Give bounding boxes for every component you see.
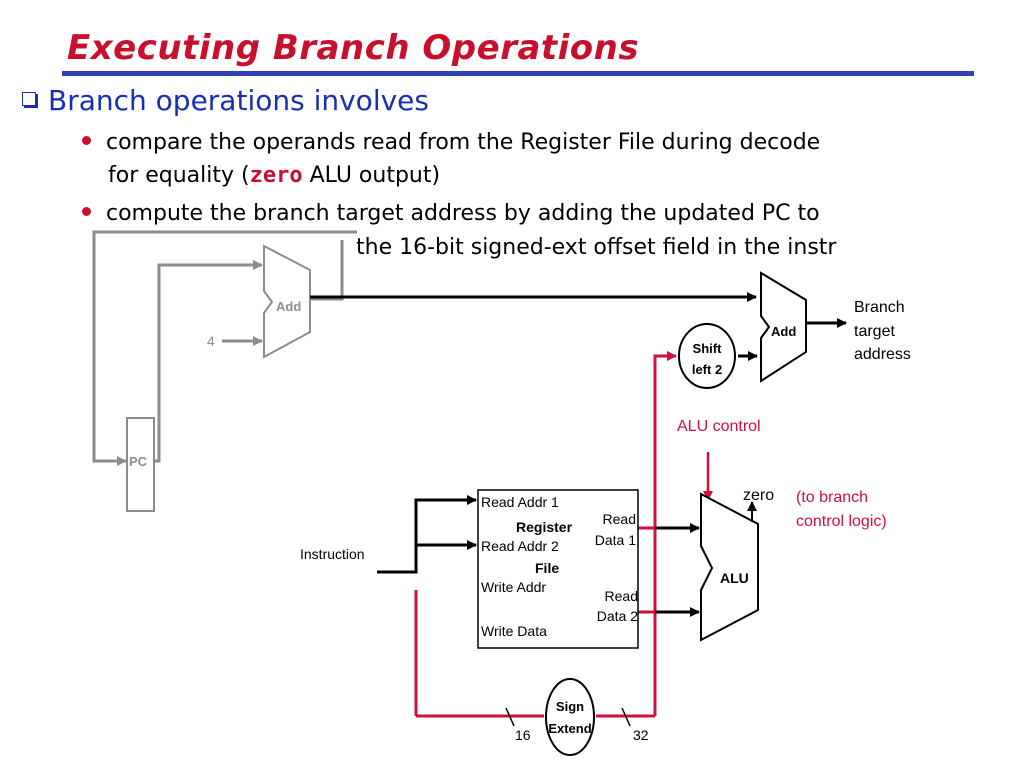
shift-label-line1: Shift xyxy=(693,341,723,356)
read-data1-label-line2: Data 1 xyxy=(595,532,636,548)
zero-label: zero xyxy=(743,487,774,504)
alu-label: ALU xyxy=(720,570,749,586)
bits-in-tick xyxy=(505,707,515,727)
pc-to-adder-wire xyxy=(154,260,263,463)
pc-feedback-wire xyxy=(92,230,357,466)
bits-out-label: 32 xyxy=(633,727,649,743)
sign-extend-label-line2: Extend xyxy=(548,721,591,736)
write-data-label: Write Data xyxy=(481,623,547,639)
sub-bullet-compare-line2-post: ALU output) xyxy=(302,163,441,188)
to-branch-label-line2: control logic) xyxy=(796,513,887,530)
pc-increment-path xyxy=(92,230,357,512)
read-data2-label-line1: Read xyxy=(605,588,638,604)
title-underline xyxy=(62,71,974,76)
file-label: File xyxy=(535,560,559,576)
sign-extend-label-line1: Sign xyxy=(556,699,584,714)
write-addr-label: Write Addr xyxy=(481,579,546,595)
shift-label-line2: left 2 xyxy=(692,362,722,377)
branch-target-line2: target xyxy=(854,323,895,340)
zero-code: zero xyxy=(249,163,303,188)
branch-target-line1: Branch xyxy=(854,299,905,316)
instruction-label: Instruction xyxy=(300,546,365,562)
sub-bullet-compare-line2-pre: for equality ( xyxy=(108,163,250,188)
sub-bullet-compare: compare the operands read from the Regis… xyxy=(82,126,820,192)
read-data2-label-line2: Data 2 xyxy=(597,608,638,624)
bits-in-label: 16 xyxy=(515,727,531,743)
constant-four-label: 4 xyxy=(207,333,215,349)
to-branch-label-line1: (to branch xyxy=(796,489,868,506)
main-bullet: Branch operations involves xyxy=(22,84,429,117)
read-addr1-label: Read Addr 1 xyxy=(481,494,559,510)
sub-bullet-compute: compute the branch target address by add… xyxy=(82,197,820,230)
bits-out-tick xyxy=(621,707,631,727)
pc-adder-label: Add xyxy=(276,299,301,314)
register-file-box xyxy=(477,489,639,649)
read-data1-label-line1: Read xyxy=(603,511,636,527)
branch-adder-shape xyxy=(760,271,807,383)
alu-shape xyxy=(700,492,759,642)
sub-bullet-compute-line2-wrap: the 16-bit signed-ext offset field in th… xyxy=(356,231,836,264)
branch-target-line3: address xyxy=(854,346,911,363)
register-label: Register xyxy=(516,519,573,535)
adder-out-wire xyxy=(310,240,344,301)
red-dot-bullet-icon xyxy=(82,207,91,216)
pc-adder-shape xyxy=(263,244,311,359)
shift-left-2-circle xyxy=(678,323,736,389)
read-addr2-label: Read Addr 2 xyxy=(481,538,559,554)
pc-label: PC xyxy=(129,454,148,469)
sub-bullet-compute-line2: the 16-bit signed-ext offset field in th… xyxy=(356,235,837,260)
square-bullet-icon xyxy=(22,92,36,106)
branch-adder-label: Add xyxy=(771,324,796,339)
pc-register-box xyxy=(126,417,155,512)
alu-control-label: ALU control xyxy=(677,418,761,435)
slide-title: Executing Branch Operations xyxy=(67,28,640,68)
main-bullet-text: Branch operations involves xyxy=(48,84,429,117)
instruction-to-read-addr1-wire xyxy=(377,495,477,574)
sign-extend-circle xyxy=(545,678,595,756)
sign-extend-to-shift-wire xyxy=(653,351,677,716)
red-dot-bullet-icon xyxy=(82,136,91,145)
sub-bullet-compute-line1: compute the branch target address by add… xyxy=(106,201,820,226)
sub-bullet-compare-line1: compare the operands read from the Regis… xyxy=(106,130,821,155)
